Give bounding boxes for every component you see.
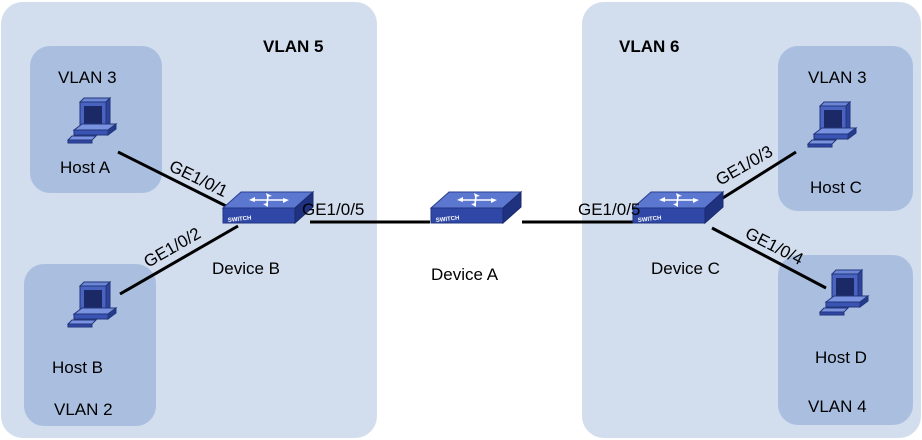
host-d-group-box: [778, 255, 913, 425]
vlan5-title: VLAN 5: [263, 37, 323, 56]
link-device-c-host-c: [709, 150, 797, 208]
vlan-4-label: VLAN 4: [808, 397, 867, 416]
host-d[interactable]: Host D VLAN 4: [808, 269, 869, 416]
vlan-3-label-right: VLAN 3: [808, 68, 867, 87]
port-label-ge1-0-5-c: GE1/0/5: [578, 200, 640, 219]
device-b[interactable]: SWITCH Device B: [212, 191, 314, 278]
switch-badge: SWITCH: [228, 216, 252, 224]
switch-badge: SWITCH: [436, 216, 460, 224]
device-a-label: Device A: [431, 265, 499, 284]
host-b-label: Host B: [52, 358, 103, 377]
device-c[interactable]: SWITCH Device C: [632, 191, 724, 278]
host-a-label: Host A: [60, 158, 111, 177]
device-a[interactable]: SWITCH Device A: [430, 191, 522, 284]
vlan-3-label: VLAN 3: [58, 68, 117, 87]
device-b-label: Device B: [212, 259, 280, 278]
vlan6-title: VLAN 6: [619, 37, 679, 56]
link-device-c-host-d: [711, 226, 827, 290]
host-c[interactable]: VLAN 3 Host C: [807, 68, 867, 197]
host-c-label: Host C: [810, 178, 862, 197]
link-host-b-device-b: [119, 224, 239, 296]
port-label-ge1-0-5-b: GE1/0/5: [302, 200, 364, 219]
host-b-group-box: [24, 264, 156, 426]
host-d-label: Host D: [815, 348, 867, 367]
link-host-a-device-b: [117, 150, 239, 214]
vlan-2-label: VLAN 2: [54, 400, 113, 419]
host-b[interactable]: Host B VLAN 2: [52, 281, 117, 419]
switch-badge: SWITCH: [638, 216, 662, 224]
host-a[interactable]: VLAN 3 Host A: [58, 68, 117, 177]
device-c-label: Device C: [651, 259, 720, 278]
